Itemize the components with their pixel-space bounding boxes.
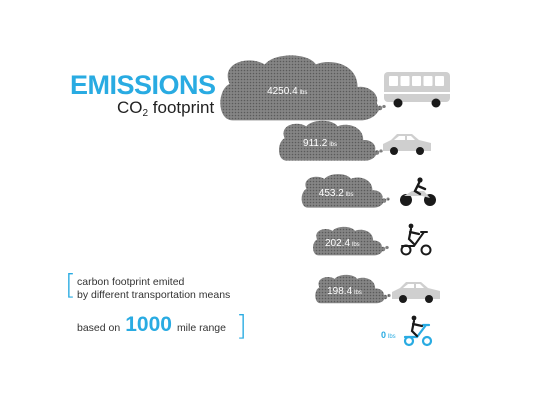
exhaust-puff — [380, 246, 386, 252]
exhaust-puff — [381, 198, 387, 203]
bus-icon — [384, 72, 450, 108]
emission-cloud — [278, 120, 377, 161]
electric-scooter-icon — [403, 315, 433, 347]
range-value: 1000 — [125, 313, 172, 336]
scooter-icon — [400, 223, 432, 256]
bracket-open: [ — [65, 268, 76, 301]
exhaust-puff — [385, 245, 389, 250]
exhaust-puff — [377, 105, 383, 111]
range-suffix: mile range — [176, 322, 226, 334]
exhaust-puff — [382, 294, 388, 300]
exhaust-puff — [379, 149, 383, 153]
range-prefix: based on — [77, 322, 121, 334]
subtitle-prefix: CO — [117, 98, 143, 117]
exhaust-puff — [378, 295, 384, 302]
car-icon — [383, 134, 431, 155]
subtitle-suffix: footprint — [148, 98, 215, 117]
car-icon — [392, 282, 440, 303]
exhaust-puff — [382, 104, 386, 109]
exhaust-puff — [373, 106, 379, 113]
description-line-2: by different transportation means — [77, 289, 231, 301]
bracket-close: ] — [236, 309, 247, 342]
subtitle-subscript: 2 — [142, 108, 149, 119]
emission-cloud — [301, 174, 384, 208]
range-line: based on 1000 mile range — [77, 313, 226, 337]
emission-cloud — [313, 226, 383, 256]
chart-title: EMISSIONS — [70, 70, 216, 100]
exhaust-puff — [376, 247, 382, 254]
exhaust-puff — [370, 150, 376, 157]
exhaust-puff — [374, 150, 380, 155]
chart-subtitle: CO2 footprint — [117, 98, 215, 119]
emission-cloud — [315, 274, 385, 304]
exhaust-puff — [386, 197, 390, 201]
emission-cloud — [220, 55, 379, 121]
motorcycle-icon — [400, 177, 436, 206]
exhaust-puff — [377, 199, 383, 206]
description-line-1: carbon footprint emited — [77, 276, 185, 288]
exhaust-puff — [387, 293, 391, 298]
